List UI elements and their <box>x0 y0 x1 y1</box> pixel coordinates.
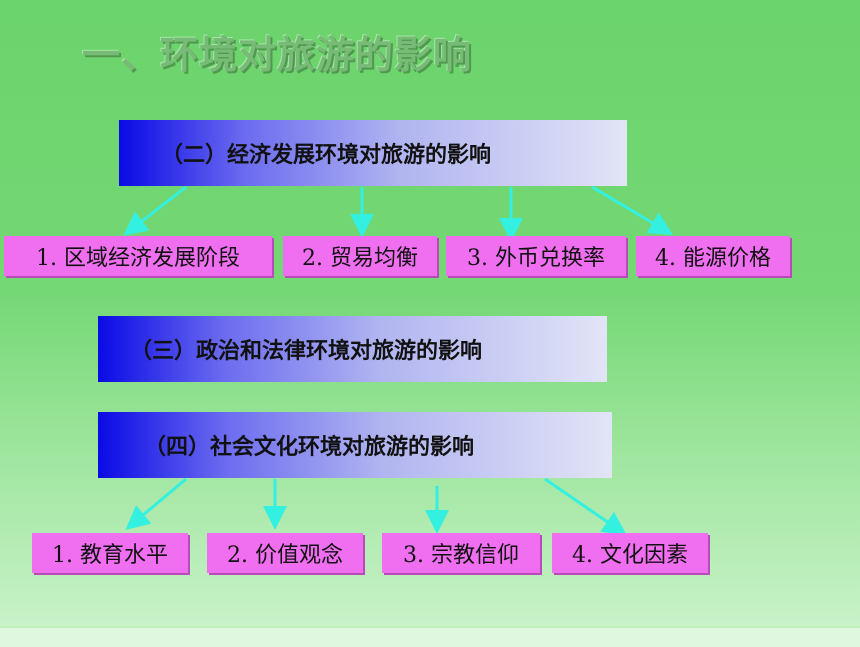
connector-economic-4 <box>591 185 674 236</box>
connector-social-4 <box>544 477 627 536</box>
economic-item-1: 1. 区域经济发展阶段 <box>4 236 272 276</box>
social-environment-box: （四）社会文化环境对旅游的影响 <box>98 412 612 478</box>
social-item-2: 2. 价值观念 <box>207 533 363 573</box>
bottom-band <box>0 626 860 647</box>
economic-item-4: 4. 能源价格 <box>636 236 790 276</box>
political-environment-label: （三）政治和法律环境对旅游的影响 <box>130 338 483 364</box>
page-title: 一、环境对旅游的影响 <box>82 33 473 77</box>
social-item-3: 3. 宗教信仰 <box>382 533 540 573</box>
economic-item-3: 3. 外币兑换率 <box>446 236 626 276</box>
connector-economic-1 <box>123 185 187 236</box>
social-environment-label: （四）社会文化环境对旅游的影响 <box>144 434 475 460</box>
political-environment-box: （三）政治和法律环境对旅游的影响 <box>98 316 607 382</box>
economic-environment-box: （二）经济发展环境对旅游的影响 <box>119 120 627 186</box>
social-item-1: 1. 教育水平 <box>32 533 188 573</box>
connector-social-1 <box>125 477 187 530</box>
economic-environment-label: （二）经济发展环境对旅游的影响 <box>161 142 492 168</box>
social-item-4: 4. 文化因素 <box>552 533 708 573</box>
economic-item-2: 2. 贸易均衡 <box>283 236 437 276</box>
